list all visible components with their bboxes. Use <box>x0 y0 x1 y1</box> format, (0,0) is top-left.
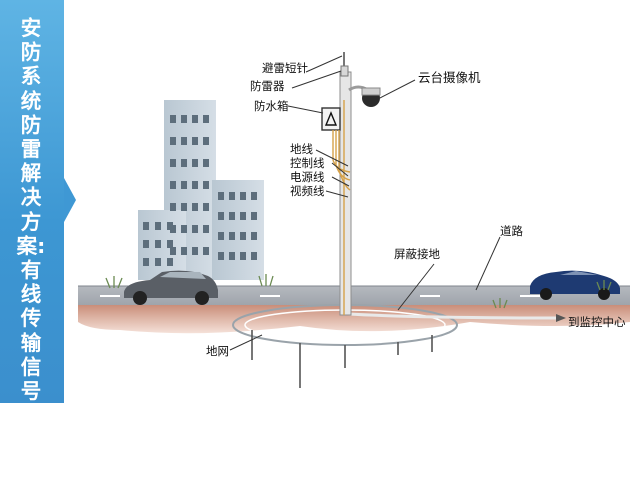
window <box>240 252 246 260</box>
surge-protector-box <box>340 65 349 77</box>
sidebar-arrow <box>64 178 76 222</box>
window <box>167 240 173 248</box>
car-right <box>530 270 620 300</box>
window <box>181 181 187 189</box>
window <box>170 203 176 211</box>
label-surge-protector: 防雷器 <box>250 79 285 93</box>
label-control-wire: 控制线 <box>290 156 325 170</box>
label-ptz-camera: 云台摄像机 <box>418 70 481 85</box>
label-ground-wire: 地线 <box>290 142 313 156</box>
label-ground-grid: 地网 <box>206 344 229 358</box>
leader-lines <box>229 55 501 351</box>
window <box>218 212 224 220</box>
window <box>203 203 209 211</box>
window <box>203 181 209 189</box>
window <box>170 115 176 123</box>
window <box>155 258 161 266</box>
window <box>170 137 176 145</box>
building-windows <box>143 115 257 266</box>
window <box>203 137 209 145</box>
label-waterproof-box: 防水箱 <box>254 99 289 113</box>
window <box>181 159 187 167</box>
window <box>192 203 198 211</box>
window <box>203 247 209 255</box>
window <box>192 247 198 255</box>
window <box>251 232 257 240</box>
window <box>229 232 235 240</box>
window <box>192 115 198 123</box>
window <box>143 258 149 266</box>
cable-arrow <box>556 314 566 322</box>
page-title: 安防系统防雷解决方案:有线传输信号监控系统 <box>16 16 46 500</box>
window <box>229 212 235 220</box>
camera-pole <box>321 52 381 316</box>
window <box>203 115 209 123</box>
window <box>143 240 149 248</box>
label-to-monitor-center: 到监控中心 <box>568 315 626 329</box>
window <box>240 232 246 240</box>
soil-layer <box>78 305 630 334</box>
window <box>143 222 149 230</box>
window <box>203 225 209 233</box>
window <box>229 252 235 260</box>
window <box>170 247 176 255</box>
window <box>218 252 224 260</box>
window <box>181 225 187 233</box>
window <box>192 181 198 189</box>
window <box>181 247 187 255</box>
window <box>181 137 187 145</box>
window <box>192 159 198 167</box>
label-road: 道路 <box>500 224 523 238</box>
label-shield-ground: 屏蔽接地 <box>394 247 440 261</box>
window <box>167 222 173 230</box>
label-video-wire: 视频线 <box>290 184 325 198</box>
window <box>192 225 198 233</box>
window <box>251 192 257 200</box>
window <box>167 258 173 266</box>
grass <box>105 274 612 309</box>
window <box>251 252 257 260</box>
window <box>218 232 224 240</box>
label-lightning-rod: 避雷短针 <box>262 61 308 75</box>
window <box>240 192 246 200</box>
buildings <box>138 100 264 280</box>
window <box>170 159 176 167</box>
lightning-protection-diagram <box>78 52 630 388</box>
window <box>155 240 161 248</box>
window <box>240 212 246 220</box>
window <box>229 192 235 200</box>
window <box>181 115 187 123</box>
window <box>251 212 257 220</box>
window <box>218 192 224 200</box>
label-power-wire: 电源线 <box>290 170 325 184</box>
window <box>181 203 187 211</box>
title-sidebar: 安防系统防雷解决方案:有线传输信号监控系统 <box>0 0 64 500</box>
window <box>192 137 198 145</box>
window <box>155 222 161 230</box>
window <box>170 181 176 189</box>
car-left <box>124 270 218 305</box>
window <box>203 159 209 167</box>
